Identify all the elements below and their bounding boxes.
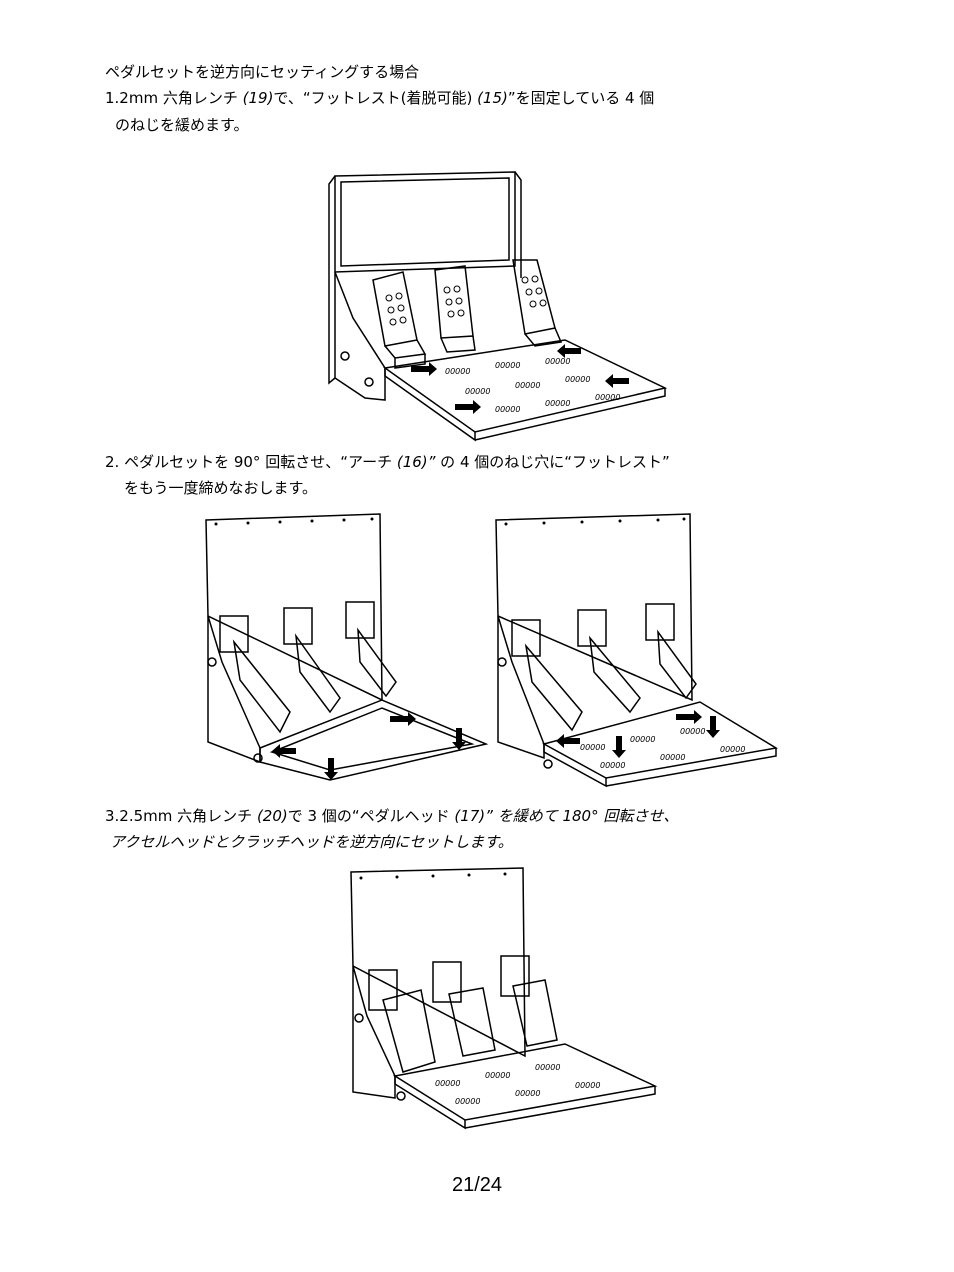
arrow-down-icon [612,736,626,758]
plate-pattern: 00000 [630,735,655,744]
arrow-left-icon [556,734,580,748]
figure-2-left-drawing [200,512,490,787]
screw-icon [365,378,373,386]
step-3-ref-wrench: (20) [256,807,288,825]
pedal-left [526,646,582,730]
screw-icon [544,760,552,768]
step-1-text-a: 1.2mm 六角レンチ [105,89,243,107]
page-number: 21/24 [451,1174,503,1196]
plate-pattern: 00000 [535,1063,560,1072]
pedal-left [234,642,290,732]
back-panel [206,514,382,700]
plate-pattern: 00000 [680,727,705,736]
pedal-right [513,260,561,346]
pedal-slot [346,602,374,638]
pedal-right [658,632,696,698]
arrow-down-icon [706,716,720,738]
side-plate [335,272,385,400]
pedal-slot [220,616,248,652]
figure-2-right-footrest: 00000 00000 00000 00000 00000 00000 [490,512,780,787]
side-plate [353,966,395,1098]
figure-2-right-drawing: 00000 00000 00000 00000 00000 00000 [490,512,780,787]
figure-1-pedal-set: 00000 00000 00000 00000 00000 00000 0000… [325,168,680,448]
arrow-right-icon [411,362,437,376]
pedal-right [358,630,396,696]
step-1-ref-wrench: (19) [242,89,274,107]
screw-icon [208,658,216,666]
plate-pattern: 00000 [495,361,520,370]
plate-pattern: 00000 [565,375,590,384]
plate-pattern: 00000 [515,381,540,390]
pedal-center [296,636,340,712]
plate-pattern: 00000 [515,1089,540,1098]
pedal-center [590,638,640,712]
step-2-text-a: 2. ペダルセットを 90° 回転させ、“アーチ [105,453,397,471]
step-2-text-c: の 4 個のねじ穴に“フットレスト” [435,453,670,471]
arrow-left-icon [272,744,296,758]
step-3-text-a: 3.2.5mm 六角レンチ [105,807,257,825]
step-1-line-2: のねじを緩めます。 [115,116,249,134]
arrow-right-icon [676,710,702,724]
step-3-line-1: 3.2.5mm 六角レンチ (20)で 3 個の“ペダルヘッド (17)” を緩… [105,806,678,826]
step-3-text-c: で 3 個の“ペダルヘッド [287,807,455,825]
plate-pattern: 00000 [495,405,520,414]
step-3-line-2: アクセルヘッドとクラッチヘッドを逆方向にセットします。 [110,832,513,852]
pedal-slot [433,962,461,1002]
back-frame [335,172,515,272]
section-heading: ペダルセットを逆方向にセッティングする場合 [105,63,420,81]
pedal-center [435,266,475,352]
plate-pattern: 00000 [600,761,625,770]
plate-pattern: 00000 [545,357,570,366]
arrow-down-icon [452,728,466,750]
plate-pattern: 00000 [660,753,685,762]
pedal-center [449,988,495,1056]
step-3-text-line-2: アクセルヘッドとクラッチヘッドを逆方向にセットします。 [110,833,513,851]
pedal-left [373,272,425,368]
figure-1-drawing: 00000 00000 00000 00000 00000 00000 0000… [325,168,680,448]
back-panel [496,514,692,700]
plate-pattern: 00000 [720,745,745,754]
arrow-right-icon [390,712,416,726]
plate-pattern: 00000 [595,393,620,402]
screw-icon [355,1014,363,1022]
pedal-left [383,990,435,1072]
plate-pattern: 00000 [545,399,570,408]
arrow-left-icon [605,374,629,388]
step-2-line-1: 2. ペダルセットを 90° 回転させ、“アーチ (16)” の 4 個のねじ穴… [105,452,670,472]
step-1-line-1: 1.2mm 六角レンチ (19)で、“フットレスト(着脱可能) (15)”を固定… [105,88,654,108]
arrow-right-icon [455,400,481,414]
figure-3-drawing: 00000 00000 00000 00000 00000 00000 [345,866,665,1156]
screw-icon [254,754,262,762]
back-panel [351,868,525,1056]
figure-3-pedal-set-reversed: 00000 00000 00000 00000 00000 00000 [345,866,665,1156]
pedal-slot [369,970,397,1010]
step-1-text-c: で、“フットレスト(着脱可能) [273,89,478,107]
plate-pattern: 00000 [575,1081,600,1090]
plate-pattern: 00000 [455,1097,480,1106]
step-2-line-2: をもう一度締めなおします。 [124,479,318,497]
plate-pattern: 00000 [465,387,490,396]
arch-frame [260,700,486,780]
pedal-slot [578,610,606,646]
arrow-left-icon [557,344,581,358]
plate-pattern: 00000 [485,1071,510,1080]
step-2-ref-arch: (16)” [396,453,436,471]
pedal-dots [386,276,546,325]
pedal-slot [646,604,674,640]
pedal-right [513,980,557,1046]
step-1-ref-footrest: (15) [477,89,508,107]
plate-pattern: 00000 [445,367,470,376]
screw-icon [397,1092,405,1100]
screw-icon [498,658,506,666]
pedal-slot [512,620,540,656]
plate-pattern: 00000 [435,1079,460,1088]
arrow-down-icon [324,758,338,780]
figure-2-left-arch [200,512,490,787]
step-3-ref-pedal-head: (17)” を緩めて 180° 回転させ、 [454,807,679,825]
plate-pattern: 00000 [580,743,605,752]
pedal-slot [284,608,312,644]
step-1-text-e: ”を固定している 4 個 [507,89,655,107]
screw-icon [341,352,349,360]
